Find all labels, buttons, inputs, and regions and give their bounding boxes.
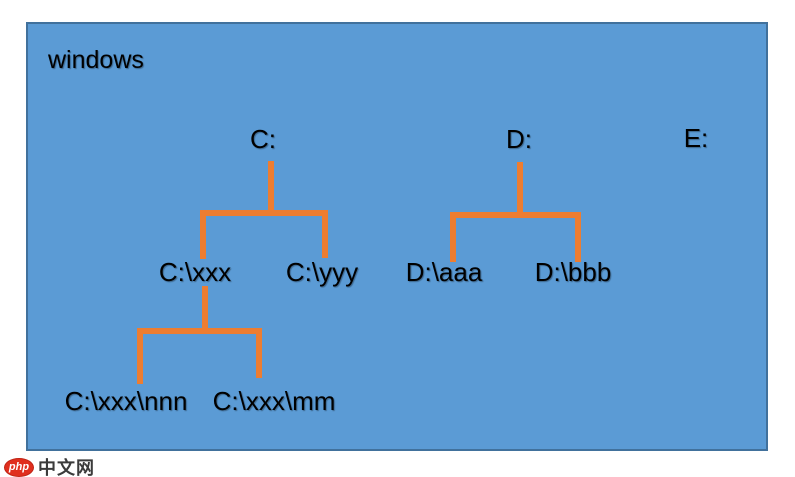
- node-c-yyy: C:\yyy: [285, 257, 359, 287]
- watermark-site-name: 中文网: [38, 458, 95, 477]
- node-c-xxx: C:\xxx: [158, 257, 232, 287]
- node-d-aaa: D:\aaa: [405, 257, 483, 287]
- site-watermark: php 中文网: [4, 454, 95, 477]
- node-c-drive: C:: [250, 124, 276, 154]
- php-logo-icon: php: [4, 457, 34, 477]
- node-c-xxx-nnn: C:\xxx\nnn: [64, 386, 188, 416]
- node-c-xxx-mm: C:\xxx\mm: [212, 386, 336, 416]
- node-e-drive: E:: [683, 123, 709, 153]
- node-d-bbb: D:\bbb: [534, 257, 612, 287]
- node-d-drive: D:: [506, 124, 532, 154]
- diagram-title: windows: [48, 46, 144, 74]
